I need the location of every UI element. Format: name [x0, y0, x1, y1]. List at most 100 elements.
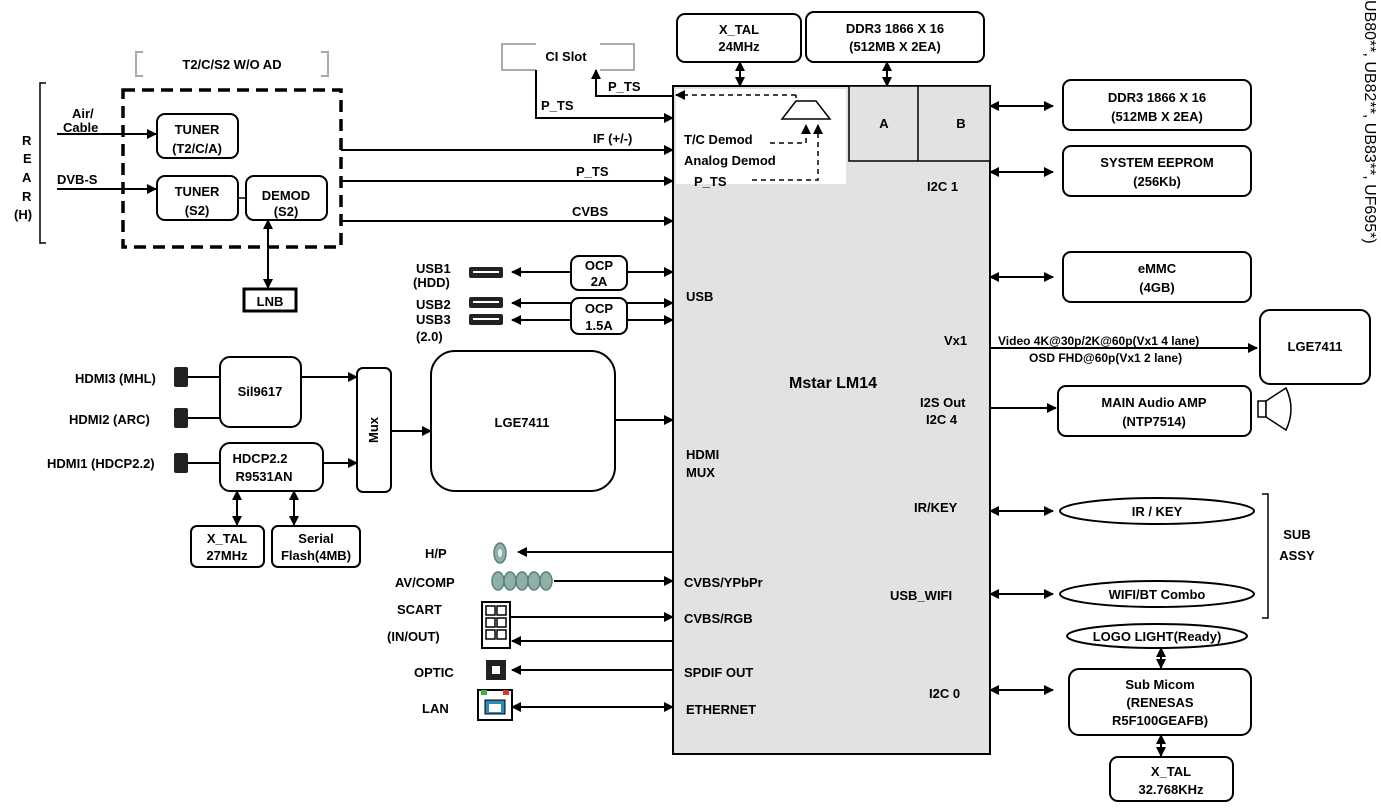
- lan-label: LAN: [422, 701, 449, 716]
- serial-flash-line1: Serial: [298, 531, 333, 546]
- xtal-32khz-block: [1109, 756, 1234, 802]
- i2c1-label: I2C 1: [927, 179, 958, 194]
- ddr3-right-block: [1062, 79, 1252, 131]
- frontend-group: [121, 88, 343, 249]
- usb-wifi-label: USB_WIFI: [890, 588, 952, 603]
- demod-line2: (S2): [274, 204, 299, 219]
- usb2-label: USB2: [416, 297, 451, 312]
- audio-amp-line2: (NTP7514): [1122, 414, 1186, 429]
- mem-a-label: A: [879, 116, 889, 131]
- tuner1-line2: (T2/C/A): [172, 141, 222, 156]
- cvbs-rgb-label: CVBS/RGB: [684, 611, 753, 626]
- audio-amp-line1: MAIN Audio AMP: [1101, 395, 1207, 410]
- ddr3-right-line2: (512MB X 2EA): [1111, 109, 1203, 124]
- hdmi-port-icon: [174, 453, 188, 473]
- i2s-out-label: I2S Out: [920, 395, 966, 410]
- soc-block: [672, 85, 991, 755]
- hp-label: H/P: [425, 546, 447, 561]
- assy-label: ASSY: [1279, 548, 1315, 563]
- ci-slot-label: CI Slot: [545, 49, 587, 64]
- hdmi-mux-label: MUX: [686, 465, 715, 480]
- ocp1-line1: OCP: [585, 258, 614, 273]
- audio-amp-block: [1057, 385, 1252, 437]
- serial-flash-block: [271, 525, 361, 568]
- hdcp-line1: HDCP2.2: [233, 451, 288, 466]
- eeprom-line2: (256Kb): [1133, 174, 1181, 189]
- video-vx1-label: Video 4K@30p/2K@60p(Vx1 4 lane): [998, 334, 1199, 348]
- xtal-27mhz-line2: 27MHz: [206, 548, 248, 563]
- hdmi-label: HDMI: [686, 447, 719, 462]
- ethernet-label: ETHERNET: [686, 702, 756, 717]
- cvbs-ypbpr-label: CVBS/YPbPr: [684, 575, 763, 590]
- sub-label: SUB: [1283, 527, 1310, 542]
- demod-line1: DEMOD: [262, 188, 310, 203]
- lnb-block: [242, 287, 298, 313]
- cable-label: Cable: [63, 120, 98, 135]
- xtal-27mhz-line1: X_TAL: [207, 531, 247, 546]
- usb1-label: USB1: [416, 261, 451, 276]
- p-ts-label: P_TS: [576, 164, 609, 179]
- i2c0-label: I2C 0: [929, 686, 960, 701]
- ir-key-block: [1059, 497, 1255, 525]
- ocp2-line2: 1.5A: [585, 318, 613, 333]
- spdif-out-label: SPDIF OUT: [684, 665, 753, 680]
- wifi-bt-label: WIFI/BT Combo: [1109, 587, 1206, 602]
- sub-micom-line3: R5F100GEAFB): [1112, 713, 1208, 728]
- wifi-bt-block: [1059, 580, 1255, 608]
- scart-label: SCART: [397, 602, 442, 617]
- lge7411-left-label: LGE7411: [495, 415, 550, 430]
- av-comp-jack-icon: [491, 571, 553, 591]
- sil9617-block: [219, 356, 302, 428]
- xtal-27mhz-block: [190, 525, 265, 568]
- mem-b-label: B: [956, 116, 965, 131]
- vx1-label: Vx1: [944, 333, 967, 348]
- usb-port-icon: [469, 267, 503, 278]
- hdcp-line2: R9531AN: [235, 469, 292, 484]
- cvbs-label: CVBS: [572, 204, 608, 219]
- hdcp-block: [219, 442, 324, 492]
- ddr3-top-line1: DDR3 1866 X 16: [846, 21, 944, 36]
- system-eeprom-block: [1062, 145, 1252, 197]
- mux-label: Mux: [366, 416, 381, 443]
- osd-vx1-label: OSD FHD@60p(Vx1 2 lane): [1029, 351, 1182, 365]
- lge7411-right-label: LGE7411: [1288, 339, 1343, 354]
- frontend-group-label: T2/C/S2 W/O AD: [182, 57, 281, 72]
- xtal-32khz-line1: X_TAL: [1151, 764, 1191, 779]
- optical-port-icon: [486, 660, 506, 680]
- ethernet-port-icon: [477, 689, 513, 721]
- lnb-label: LNB: [257, 294, 284, 309]
- rear-h-label: (H): [14, 207, 32, 222]
- svg-text:A: A: [22, 170, 32, 185]
- hdmi-port-icon: [174, 367, 188, 387]
- usb-port-label: USB: [686, 289, 713, 304]
- sub-micom-line2: (RENESAS: [1126, 695, 1194, 710]
- serial-flash-line2: Flash(4MB): [281, 548, 351, 563]
- soc-title: Mstar LM14: [789, 375, 877, 392]
- scart-connector-icon: [481, 601, 511, 649]
- emmc-line2: (4GB): [1139, 280, 1174, 295]
- tuner2-line1: TUNER: [175, 184, 220, 199]
- corner-model-text: UB80**, UB82**, UB83**, UF695*): [1361, 0, 1378, 244]
- ocp1-line2: 2A: [591, 274, 608, 289]
- eeprom-line1: SYSTEM EEPROM: [1100, 155, 1213, 170]
- hdmi-port-icon: [174, 408, 188, 428]
- lge7411-right-block: [1259, 309, 1371, 385]
- hdmi2-label: HDMI2 (ARC): [69, 412, 150, 427]
- optic-label: OPTIC: [414, 665, 454, 680]
- demod-mux-symbol: [780, 100, 832, 120]
- tc-demod-label: T/C Demod: [684, 132, 753, 147]
- ci-p-ts-label: P_TS: [541, 98, 574, 113]
- dvbs-label: DVB-S: [57, 172, 98, 187]
- speaker-icon: [1257, 386, 1292, 432]
- emmc-line1: eMMC: [1138, 261, 1177, 276]
- av-comp-label: AV/COMP: [395, 575, 455, 590]
- emmc-block: [1062, 251, 1252, 303]
- scart-inout-label: (IN/OUT): [387, 629, 440, 644]
- xtal-24mhz-line1: X_TAL: [719, 22, 759, 37]
- ocp2-line1: OCP: [585, 301, 614, 316]
- ci-p-ts-top: P_TS: [608, 79, 641, 94]
- tuner2-line2: (S2): [185, 203, 210, 218]
- ir-key-block-label: IR / KEY: [1132, 504, 1183, 519]
- usb3-label: USB3: [416, 312, 451, 327]
